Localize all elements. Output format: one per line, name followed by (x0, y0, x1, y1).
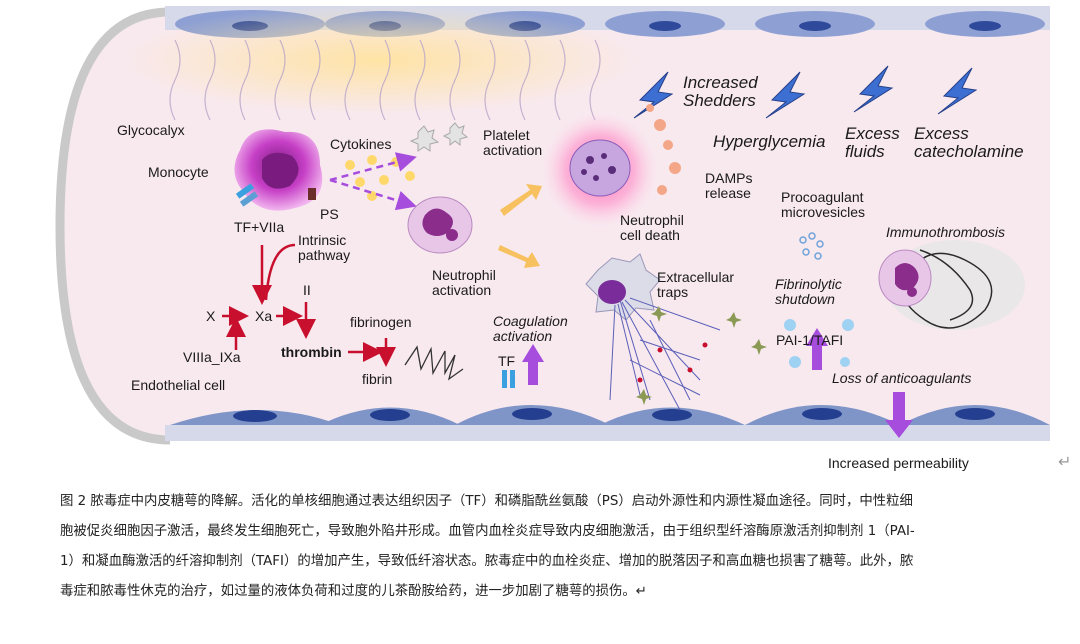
tf-marker (502, 370, 507, 388)
vessel-wall-bottom (165, 425, 1050, 441)
platelet-cluster (409, 122, 469, 152)
paragraph-return-mark: ↵ (1058, 452, 1072, 471)
label-damps-release: DAMPs release (705, 170, 753, 201)
label-fibrinolytic-shutdown: Fibrinolytic shutdown (775, 276, 842, 307)
coagulation-up-arrow (522, 344, 544, 385)
figure-illustration: Glycocalyx Monocyte Cytokines Platelet a… (55, 5, 1050, 471)
label-monocyte: Monocyte (148, 164, 209, 180)
label-immunothrombosis: Immunothrombosis (886, 224, 1006, 240)
label-viiia-ixa: VIIIa_IXa (183, 349, 241, 365)
label-loss-of-anticoagulants: Loss of anticoagulants (832, 370, 972, 386)
label-tf: TF (498, 353, 516, 369)
fibrinolytic-up-arrow (806, 328, 828, 370)
label-excess-catecholamine: Excess catecholamine (914, 124, 1024, 161)
label-coagulation-activation: Coagulation activation (493, 313, 568, 344)
caption-line: 1）和凝血酶激活的纤溶抑制剂（TAFI）的增加产生，导致低纤溶状态。脓毒症中的血… (60, 554, 914, 569)
label-neutrophil-cell-death: Neutrophil cell death (620, 212, 684, 243)
monocyte-cell (234, 129, 323, 211)
label-cytokines: Cytokines (330, 136, 392, 152)
caption-line: 图 2 脓毒症中内皮糖萼的降解。活化的单核细胞通过表达组织因子（TF）和磷脂酰丝… (60, 494, 913, 509)
label-pai-tafi: PAI-1/TAFI (776, 332, 844, 348)
extracellular-traps (585, 253, 767, 411)
lightning-icon (633, 65, 978, 119)
label-extracellular-traps: Extracellular traps (657, 269, 735, 300)
cytokine-arrow-upper (329, 152, 417, 182)
figure-caption: 图 2 脓毒症中内皮糖萼的降解。活化的单核细胞通过表达组织因子（TF）和磷脂酰丝… (60, 487, 1060, 607)
glycocalyx-fibers (169, 39, 601, 121)
label-intrinsic-pathway: Intrinsic pathway (298, 232, 351, 263)
cytokine-arrow-lower (329, 178, 417, 211)
label-endothelial-cell: Endothelial cell (131, 377, 226, 393)
caption-line: 胞被促炎细胞因子激活，最终发生细胞死亡，导致胞外陷井形成。血管内血栓炎症导致内皮… (60, 524, 915, 539)
label-fibrinogen: fibrinogen (350, 314, 412, 330)
orange-arrow-lower (498, 245, 540, 268)
figure-artwork (55, 5, 1050, 445)
caption-line: 毒症和脓毒性休克的治疗，如过量的液体负荷和过度的儿茶酚胺给药，进一步加剧了糖萼的… (60, 584, 648, 599)
label-thrombin: thrombin (281, 344, 342, 360)
label-fibrin: fibrin (362, 371, 393, 387)
label-hyperglycemia: Hyperglycemia (713, 132, 826, 151)
label-neutrophil-activation: Neutrophil activation (432, 267, 496, 298)
label-platelet-activation: Platelet activation (483, 127, 543, 158)
damps-dots (646, 104, 681, 195)
fibrin-strands (404, 345, 464, 381)
label-xa: Xa (255, 308, 273, 324)
label-ii: II (303, 282, 311, 298)
label-increased-shedders: Increased Shedders (683, 73, 758, 110)
permeability-down-arrow (885, 392, 913, 438)
label-glycocalyx: Glycocalyx (117, 122, 185, 138)
label-increased-permeability: Increased permeability (828, 455, 969, 471)
vessel-wall-left (55, 7, 171, 445)
microvesicles (799, 232, 824, 260)
label-procoagulant-microvesicles: Procoagulant microvesicles (781, 189, 866, 220)
label-x: X (206, 308, 216, 324)
label-excess-fluids: Excess fluids (845, 124, 900, 161)
bottom-endothelial-cells (170, 405, 1050, 425)
immunothrombosis-clot (878, 240, 1025, 330)
label-ps: PS (320, 206, 339, 222)
orange-arrow-upper (500, 184, 542, 216)
glycocalyx-glow (120, 5, 640, 115)
neutrophil-activated (407, 196, 473, 254)
arrow-intrinsic (264, 243, 296, 301)
neutrophil-dying (569, 139, 631, 197)
cytokine-dots (345, 155, 415, 201)
label-tf-viia: TF+VIIa (234, 219, 285, 235)
